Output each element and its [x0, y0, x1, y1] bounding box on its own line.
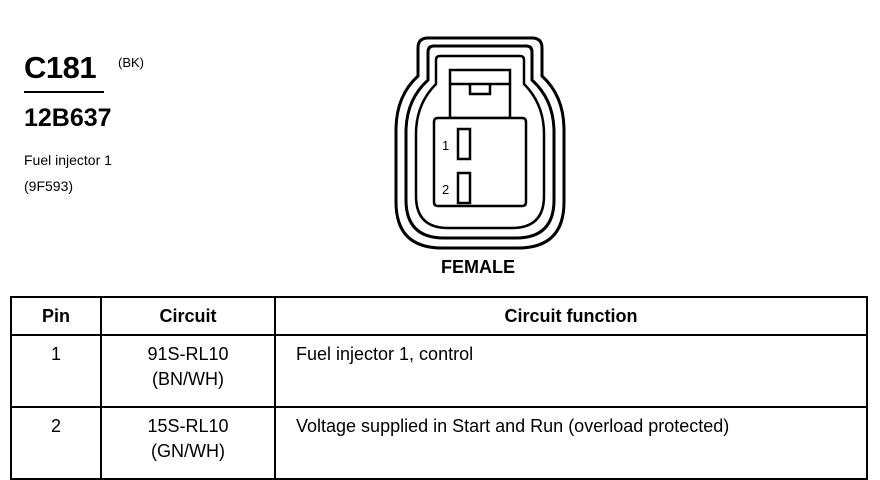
table-row: 2 15S-RL10 (GN/WH) Voltage supplied in S… — [10, 406, 868, 480]
row-2-circuit-code: 15S-RL10 — [147, 416, 229, 436]
pin-2-terminal — [456, 171, 472, 205]
table-header-row: Pin Circuit Circuit function — [10, 296, 868, 336]
header-divider — [24, 91, 104, 93]
table-row: 1 91S-RL10 (BN/WH) Fuel injector 1, cont… — [10, 334, 868, 408]
connector-id: C181 — [24, 50, 97, 85]
locking-tab-notch — [468, 84, 492, 96]
row-1-circuit-code: 91S-RL10 — [147, 344, 229, 364]
header-circuit-function: Circuit function — [274, 296, 868, 336]
row-1-circuit: 91S-RL10 (BN/WH) — [100, 334, 276, 408]
row-2-function: Voltage supplied in Start and Run (overl… — [274, 406, 868, 480]
connector-middle-shell — [404, 44, 556, 240]
row-2-pin: 2 — [10, 406, 102, 480]
pin-table: Pin Circuit Circuit function 1 91S-RL10 … — [10, 296, 868, 480]
connector-color: (BK) — [118, 55, 144, 70]
row-1-function: Fuel injector 1, control — [274, 334, 868, 408]
connector-inner-shell — [414, 54, 546, 230]
component-name: Fuel injector 1 — [24, 152, 112, 168]
header-circuit: Circuit — [100, 296, 276, 336]
connector-gender-label: FEMALE — [441, 257, 515, 277]
header-pin: Pin — [10, 296, 102, 336]
pin-1-label: 1 — [442, 138, 449, 153]
pin-2-label: 2 — [442, 182, 449, 197]
part-number: 12B637 — [24, 104, 112, 132]
connector-face-drawing: 1 2 — [394, 36, 566, 250]
row-2-circuit: 15S-RL10 (GN/WH) — [100, 406, 276, 480]
pin-1-terminal — [456, 127, 472, 161]
row-1-pin: 1 — [10, 334, 102, 408]
row-1-wire-color: (BN/WH) — [152, 369, 224, 389]
connector-outer-shell — [394, 36, 566, 250]
row-2-wire-color: (GN/WH) — [151, 441, 225, 461]
component-code: (9F593) — [24, 178, 74, 194]
